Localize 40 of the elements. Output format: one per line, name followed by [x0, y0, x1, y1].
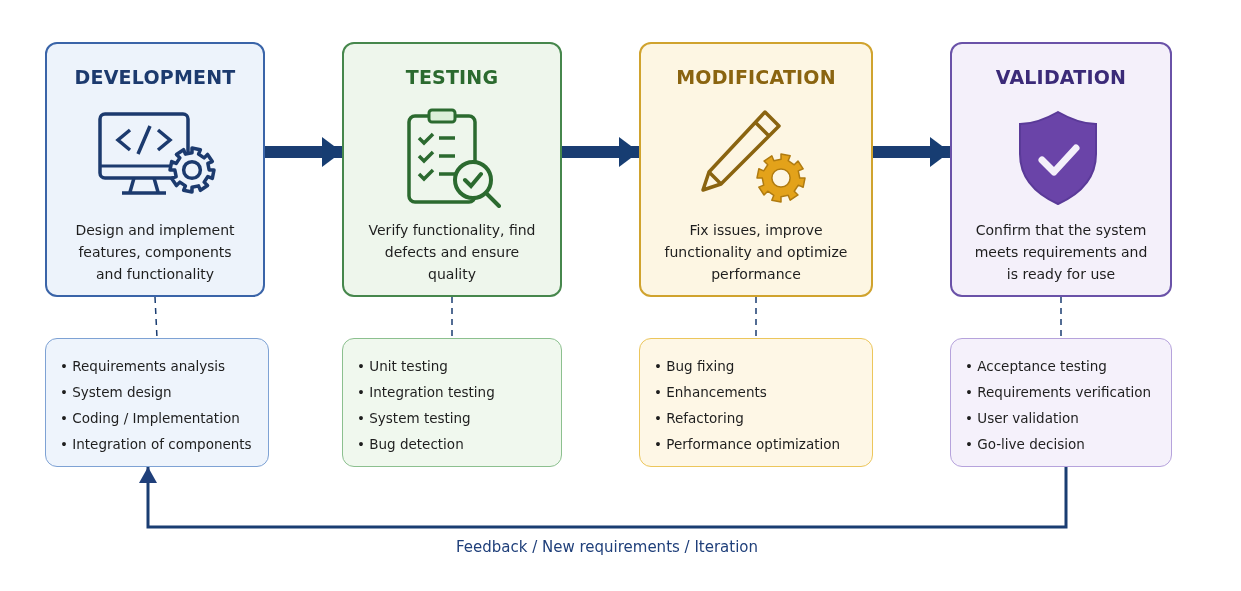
task-list-box	[342, 338, 562, 467]
stage-title: MODIFICATION	[676, 66, 836, 88]
feedback-arrow	[139, 467, 1068, 529]
task-item: • Refactoring	[654, 409, 744, 428]
stage-card	[45, 42, 265, 297]
task-item: • Integration of components	[60, 435, 252, 454]
task-item: • Enhancements	[654, 383, 767, 402]
stage-title: TESTING	[405, 66, 499, 88]
task-item: • Performance optimization	[654, 435, 841, 454]
task-item: • System testing	[357, 409, 471, 428]
stage-description: Design and implement features, components and functionality	[74, 221, 236, 284]
flow-arrow	[562, 137, 639, 167]
task-item: • Bug detection	[357, 435, 464, 454]
stage-card	[639, 42, 873, 297]
stage-description: Fix issues, improve functionality and optimize performance	[663, 221, 849, 284]
stage-card	[342, 42, 562, 297]
task-item: • Coding / Implementation	[60, 409, 240, 428]
stage-description: Verify functionality, find defects and ensure quality	[367, 221, 537, 284]
dashed-connector	[451, 296, 453, 339]
task-item: • Go-live decision	[965, 435, 1085, 454]
task-list-box	[639, 338, 873, 467]
stage-title: VALIDATION	[995, 66, 1127, 88]
stage-title: DEVELOPMENT	[74, 66, 236, 88]
stage-card	[950, 42, 1172, 297]
task-list-box	[45, 338, 269, 467]
flow-arrow	[265, 137, 342, 167]
task-item: • Bug fixing	[654, 357, 735, 376]
flow-arrow	[873, 137, 950, 167]
task-item: • Requirements verification	[965, 383, 1152, 402]
task-item: • Requirements analysis	[60, 357, 226, 376]
task-list-box	[950, 338, 1172, 467]
dashed-connector	[755, 296, 757, 339]
stage-description: Confirm that the system meets requirements and is ready for use	[973, 221, 1149, 284]
task-item: • User validation	[965, 409, 1079, 428]
task-item: • System design	[60, 383, 172, 402]
task-item: • Acceptance testing	[965, 357, 1107, 376]
dashed-connector	[1060, 296, 1062, 339]
task-item: • Unit testing	[357, 357, 448, 376]
dashed-connector	[154, 296, 158, 339]
task-item: • Integration testing	[357, 383, 495, 402]
